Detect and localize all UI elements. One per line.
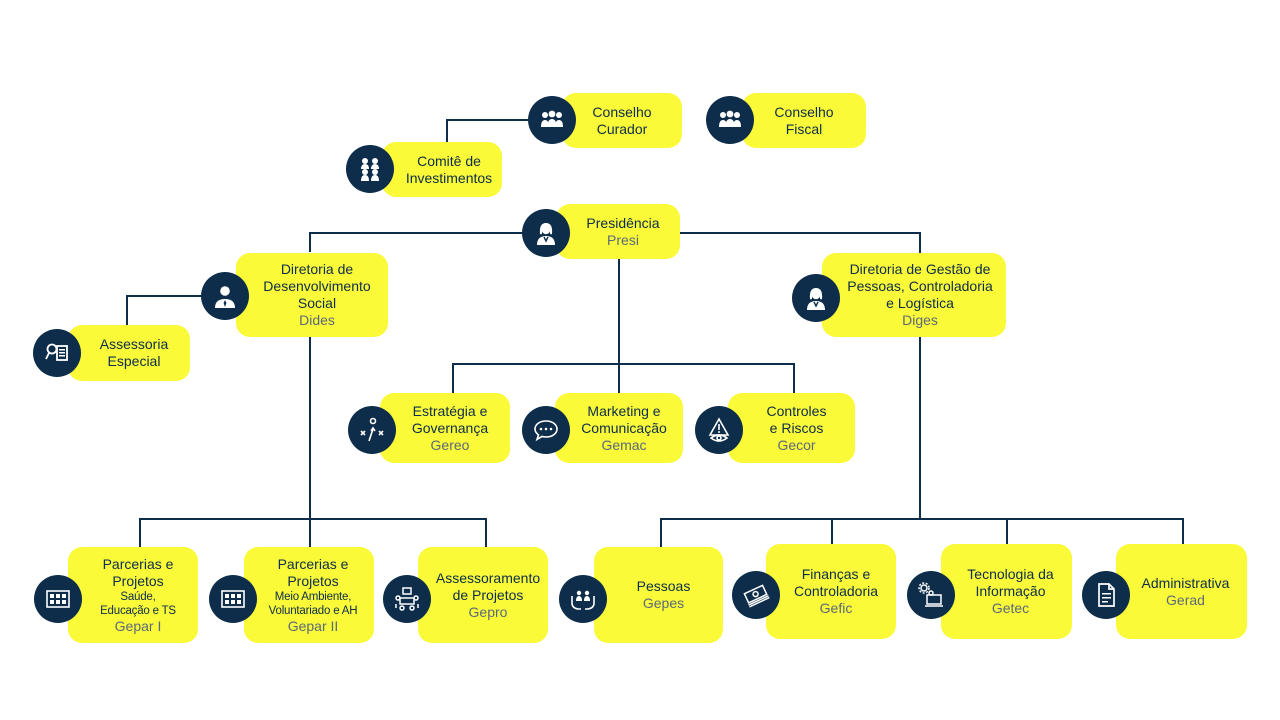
man-icon (201, 272, 249, 320)
conselho-fiscal-box: Conselho Fiscal (742, 93, 866, 148)
hands-people-icon (559, 575, 607, 623)
getec-line1: Tecnologia da (967, 566, 1054, 582)
chat-icon (522, 406, 570, 454)
gepro-line2: de Projetos (452, 586, 524, 603)
assessoria-box: Assessoria Especial (68, 325, 190, 381)
conselho-fiscal-line2: Fiscal (785, 120, 823, 137)
strategy-icon (348, 406, 396, 454)
diges-box: Diretoria de Gestão de Pessoas, Controla… (822, 253, 1006, 337)
gepes-code: Gepes (642, 595, 685, 611)
gepar2-code: Gepar II (287, 617, 339, 634)
group-icon (706, 96, 754, 144)
comite-line2: Investimentos (405, 169, 493, 186)
dides-line2: Desenvolvimento (263, 278, 371, 294)
comite-box: Comitê de Investimentos (382, 142, 502, 197)
woman-icon (792, 274, 840, 322)
line-comite-curador (446, 119, 530, 148)
group-icon (528, 96, 576, 144)
gecor-code: Gecor (777, 436, 816, 453)
getec-box: Tecnologia da Informação Getec (941, 544, 1072, 639)
gepes-box: Pessoas Gepes (594, 547, 723, 643)
gepar1-code: Gepar I (114, 617, 162, 634)
gereo-box: Estratégia e Governança Gereo (380, 393, 510, 463)
diges-line3: e Logística (886, 295, 954, 311)
line-gepar-bus (139, 518, 487, 547)
woman-icon (522, 209, 570, 257)
gefic-line1: Finanças e (801, 566, 871, 582)
dides-box: Diretoria de Desenvolvimento Social Dide… (236, 253, 388, 337)
gefic-code: Gefic (819, 600, 853, 616)
board-icon (209, 575, 257, 623)
gefic-line2: Controladoria (793, 583, 879, 599)
conselho-curador-line1: Conselho (592, 103, 652, 120)
assessoria-line1: Assessoria (99, 336, 169, 352)
gerad-code: Gerad (1166, 591, 1205, 608)
gerad-box: Administrativa Gerad (1116, 544, 1247, 639)
presidencia-box: Presidência Presi (556, 204, 680, 259)
meeting-icon (383, 575, 431, 623)
getec-line2: Informação (975, 583, 1046, 599)
presidencia-title: Presidência (586, 214, 660, 231)
dides-code: Dides (299, 312, 335, 328)
diges-line2: Pessoas, Controladoria (847, 278, 993, 294)
gereo-code: Gereo (430, 436, 470, 453)
dides-line1: Diretoria de (280, 261, 354, 277)
gepro-code: Gepro (468, 603, 508, 620)
conselho-curador-box: Conselho Curador (562, 93, 682, 148)
line-diges-bus (660, 518, 1184, 547)
gepar1-sub2: Educação e TS (100, 604, 176, 617)
gereo-line1: Estratégia e (412, 402, 488, 419)
comite-line1: Comitê de (417, 152, 481, 169)
gemac-line1: Marketing e (587, 402, 661, 419)
gepro-box: Assessoramento de Projetos Gepro (418, 547, 548, 643)
presidencia-code: Presi (607, 231, 639, 248)
gerad-title: Administrativa (1141, 574, 1230, 591)
conselho-fiscal-line1: Conselho (774, 103, 834, 120)
line-staff-bus (452, 363, 795, 393)
dides-line3: Social (297, 295, 337, 311)
team-icon (346, 145, 394, 193)
gepar1-line2: Projetos (112, 572, 164, 589)
gepro-line1: Assessoramento (435, 569, 541, 586)
alert-eye-icon (695, 406, 743, 454)
gefic-box: Finanças e Controladoria Gefic (766, 544, 896, 639)
gecor-box: Controles e Riscos Gecor (728, 393, 855, 463)
gepar2-line1: Parcerias e (277, 555, 349, 572)
line-dides-assessoria (126, 295, 205, 325)
computer-gear-icon (907, 571, 955, 619)
gemac-line2: Comunicação (581, 419, 667, 436)
conselho-curador-line2: Curador (596, 120, 648, 137)
money-icon (732, 571, 780, 619)
assessoria-line2: Especial (107, 353, 161, 369)
gepes-title: Pessoas (636, 578, 691, 594)
document-icon (1082, 571, 1130, 619)
gepar2-sub2: Voluntariado e AH (268, 604, 358, 617)
gepar1-line1: Parcerias e (102, 555, 174, 572)
diges-line1: Diretoria de Gestão de (849, 261, 991, 277)
getec-code: Getec (991, 600, 1030, 616)
gecor-line2: e Riscos (769, 419, 824, 436)
gepar2-line2: Projetos (287, 572, 339, 589)
search-document-icon (33, 329, 81, 377)
board-icon (34, 575, 82, 623)
gepar1-box: Parcerias e Projetos Saúde, Educação e T… (68, 547, 198, 643)
gemac-code: Gemac (601, 436, 647, 453)
gecor-line1: Controles (766, 402, 827, 419)
gemac-box: Marketing e Comunicação Gemac (555, 393, 683, 463)
gepar2-box: Parcerias e Projetos Meio Ambiente, Volu… (244, 547, 374, 643)
diges-code: Diges (902, 312, 938, 328)
gereo-line2: Governança (411, 419, 489, 436)
gepar2-sub1: Meio Ambiente, (274, 590, 352, 603)
gepar1-sub1: Saúde, (120, 590, 156, 603)
